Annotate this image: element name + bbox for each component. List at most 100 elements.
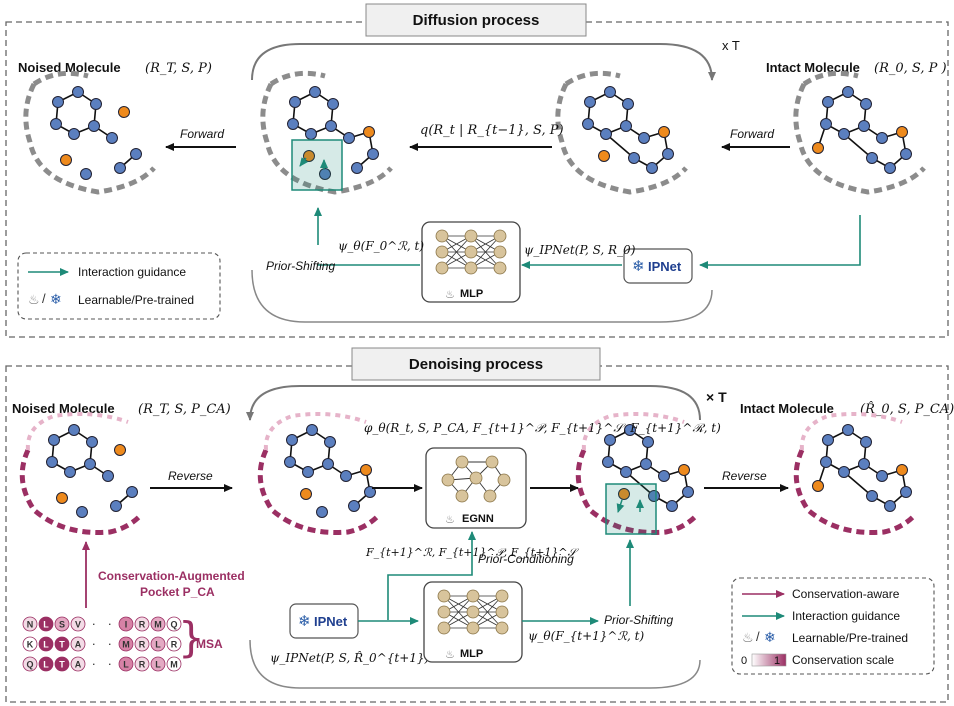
legend-interaction: Interaction guidance <box>78 265 186 279</box>
legend-conservation: Conservation-aware <box>792 587 900 601</box>
svg-text:·: · <box>109 640 112 650</box>
svg-text:L: L <box>43 640 49 650</box>
prior-conditioning-arrow <box>387 531 476 620</box>
svg-text:R: R <box>171 640 178 650</box>
svg-text:K: K <box>27 640 34 650</box>
svg-text:M: M <box>170 660 178 670</box>
cap-line1: Conservation-Augmented <box>98 569 245 583</box>
svg-text:S: S <box>59 620 65 630</box>
msa-cell: L <box>38 616 54 632</box>
msa-cell: L <box>150 636 166 652</box>
msa-cell: L <box>150 656 166 672</box>
egnn-label: EGNN <box>462 513 494 525</box>
denoising-noised-label: Noised Molecule <box>12 401 115 416</box>
svg-text:T: T <box>59 660 65 670</box>
svg-text:R: R <box>139 620 146 630</box>
psi-theta-math-den: ψ_θ(F_{t+1}^ℛ, t) <box>528 629 645 643</box>
svg-text:L: L <box>155 640 161 650</box>
msa-cell: L <box>38 636 54 652</box>
msa-cell: Q <box>166 616 182 632</box>
guidance-path <box>699 215 861 269</box>
denoising-noised-math: (R_T, S, P_CA) <box>138 402 231 417</box>
svg-text:M: M <box>122 640 130 650</box>
msa-cell: S <box>54 616 70 632</box>
snowflake-icon: ❄ <box>50 291 62 307</box>
svg-text:M: M <box>154 620 162 630</box>
slash-icon: / <box>756 629 760 644</box>
flame-icon: ♨ <box>742 630 754 645</box>
denoising-intact-math: (R̂_0, S, P_CA) <box>860 401 954 417</box>
svg-text:R: R <box>139 660 146 670</box>
msa-cell: M <box>150 616 166 632</box>
svg-text:·: · <box>93 660 96 670</box>
svg-text:A: A <box>75 640 82 650</box>
molecule-forward <box>555 70 688 195</box>
diffusion-intact-label: Intact Molecule <box>766 60 860 75</box>
diffusion-title: Diffusion process <box>413 12 540 29</box>
mlp-box-denoising <box>423 581 523 663</box>
denoising-panel: Denoising process × T Noised Molecule (R… <box>5 347 954 703</box>
legend-learnable-den: Learnable/Pre-trained <box>792 631 908 645</box>
snowflake-icon: ❄ <box>298 613 311 630</box>
denoising-repeat: × T <box>706 389 727 405</box>
ipnet-label: IPNet <box>314 614 348 629</box>
diffusion-panel: Diffusion process x T Noised Molecule (R… <box>5 3 949 338</box>
denoising-loop-arrow <box>246 385 701 421</box>
denoising-intact-label: Intact Molecule <box>740 401 834 416</box>
msa-cell: K <box>22 636 38 652</box>
prior-shifting-label: Prior-Shifting <box>266 259 335 273</box>
molecule-den-intact <box>793 412 916 535</box>
molecule-noised <box>23 70 156 195</box>
msa-cell: R <box>134 616 150 632</box>
msa-cell: L <box>38 656 54 672</box>
flame-icon: ♨ <box>28 292 40 307</box>
snowflake-icon: ❄ <box>632 258 645 275</box>
molecule-den-noised <box>19 412 142 535</box>
slash-icon: / <box>42 291 46 306</box>
msa-cell: T <box>54 656 70 672</box>
forward-label-1: Forward <box>180 127 224 141</box>
reverse-label-2: Reverse <box>722 469 767 483</box>
flame-icon: ♨ <box>445 649 455 661</box>
molecule-den-mid1 <box>257 412 380 535</box>
q-math: q(R_t | R_{t−1}, S, P) <box>420 123 564 138</box>
legend-learnable: Learnable/Pre-trained <box>78 293 194 307</box>
diffusion-legend <box>17 252 221 320</box>
msa-cell: V <box>70 616 86 632</box>
diffusion-loop-arrow <box>251 43 716 81</box>
msa-cell: A <box>70 636 86 652</box>
svg-text:L: L <box>123 660 129 670</box>
legend-scale: Conservation scale <box>792 653 894 667</box>
svg-text:·: · <box>93 620 96 630</box>
scale-max: 1 <box>774 655 780 667</box>
msa-cell: T <box>54 636 70 652</box>
diffusion-intact-math: (R_0, S, P ) <box>874 61 947 76</box>
msa-cell: M <box>166 656 182 672</box>
denoising-title: Denoising process <box>409 356 543 373</box>
svg-text:L: L <box>43 620 49 630</box>
svg-text:V: V <box>75 620 81 630</box>
denoising-loop-bottom <box>249 639 701 689</box>
svg-text:I: I <box>125 620 128 630</box>
msa-brace: } <box>178 613 205 662</box>
diffusion-noised-label: Noised Molecule <box>18 60 121 75</box>
msa-cell: · <box>93 660 96 670</box>
flame-icon: ♨ <box>445 514 455 526</box>
msa-cell: A <box>70 656 86 672</box>
cap-line2: Pocket P_CA <box>140 585 215 599</box>
svg-text:L: L <box>155 660 161 670</box>
msa-cell: M <box>118 636 134 652</box>
diffusion-loop-bottom <box>251 269 713 323</box>
prior-shifting-label-den: Prior-Shifting <box>604 613 673 627</box>
msa-cell: · <box>93 620 96 630</box>
svg-text:R: R <box>139 640 146 650</box>
svg-text:Q: Q <box>170 620 177 630</box>
svg-text:·: · <box>109 660 112 670</box>
interaction-region-den <box>605 483 657 535</box>
diffusion-repeat: x T <box>722 38 740 53</box>
msa-cell: R <box>166 636 182 652</box>
svg-text:Q: Q <box>26 660 33 670</box>
msa-cell: · <box>93 640 96 650</box>
